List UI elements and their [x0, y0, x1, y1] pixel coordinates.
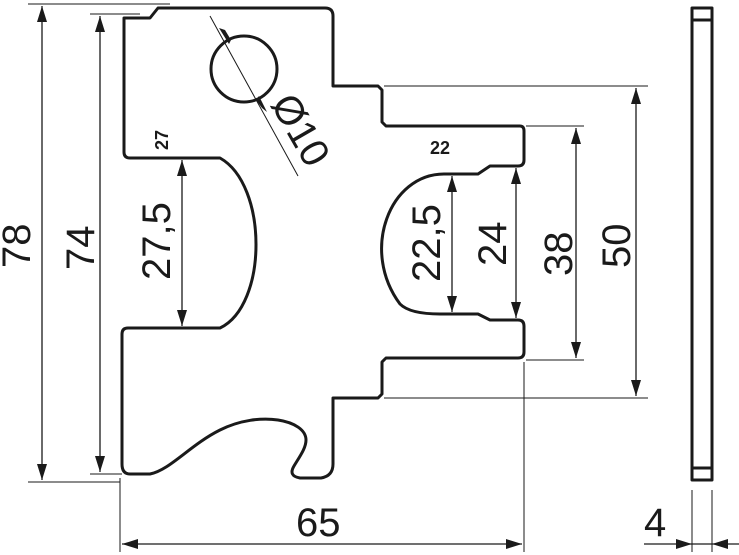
- dim-27-5: [177, 160, 187, 326]
- right-gauge-label: 22: [430, 138, 450, 158]
- dim-50: [631, 88, 641, 396]
- dim-78: [37, 6, 47, 480]
- mounting-hole: [209, 34, 279, 104]
- dim-22-5-label: 22,5: [405, 204, 449, 282]
- hole-arrow-top: [219, 28, 231, 44]
- dim-22-5: [447, 176, 457, 312]
- dim-65-label: 65: [296, 501, 341, 545]
- dim-74-label: 74: [59, 226, 103, 271]
- dim-38-label: 38: [537, 232, 581, 277]
- dim-50-label: 50: [595, 224, 639, 269]
- bracket-outline: [120, 6, 526, 480]
- dim-4-label: 4: [644, 501, 666, 545]
- hole-leader-line: [209, 15, 299, 177]
- hole-diameter-label: Ø10: [262, 87, 338, 174]
- extension-lines: [28, 3, 713, 552]
- dim-38: [571, 128, 581, 358]
- dim-27-5-label: 27,5: [135, 202, 179, 280]
- dim-24-label: 24: [471, 222, 515, 267]
- dim-4: [644, 539, 739, 549]
- left-gauge-label: 27: [152, 130, 172, 150]
- dim-78-label: 78: [0, 224, 39, 269]
- dim-65: [122, 539, 522, 549]
- dim-24: [511, 168, 521, 318]
- hole-arrow-bottom: [256, 96, 267, 112]
- dim-74: [95, 16, 105, 472]
- side-view-plate: [690, 6, 714, 482]
